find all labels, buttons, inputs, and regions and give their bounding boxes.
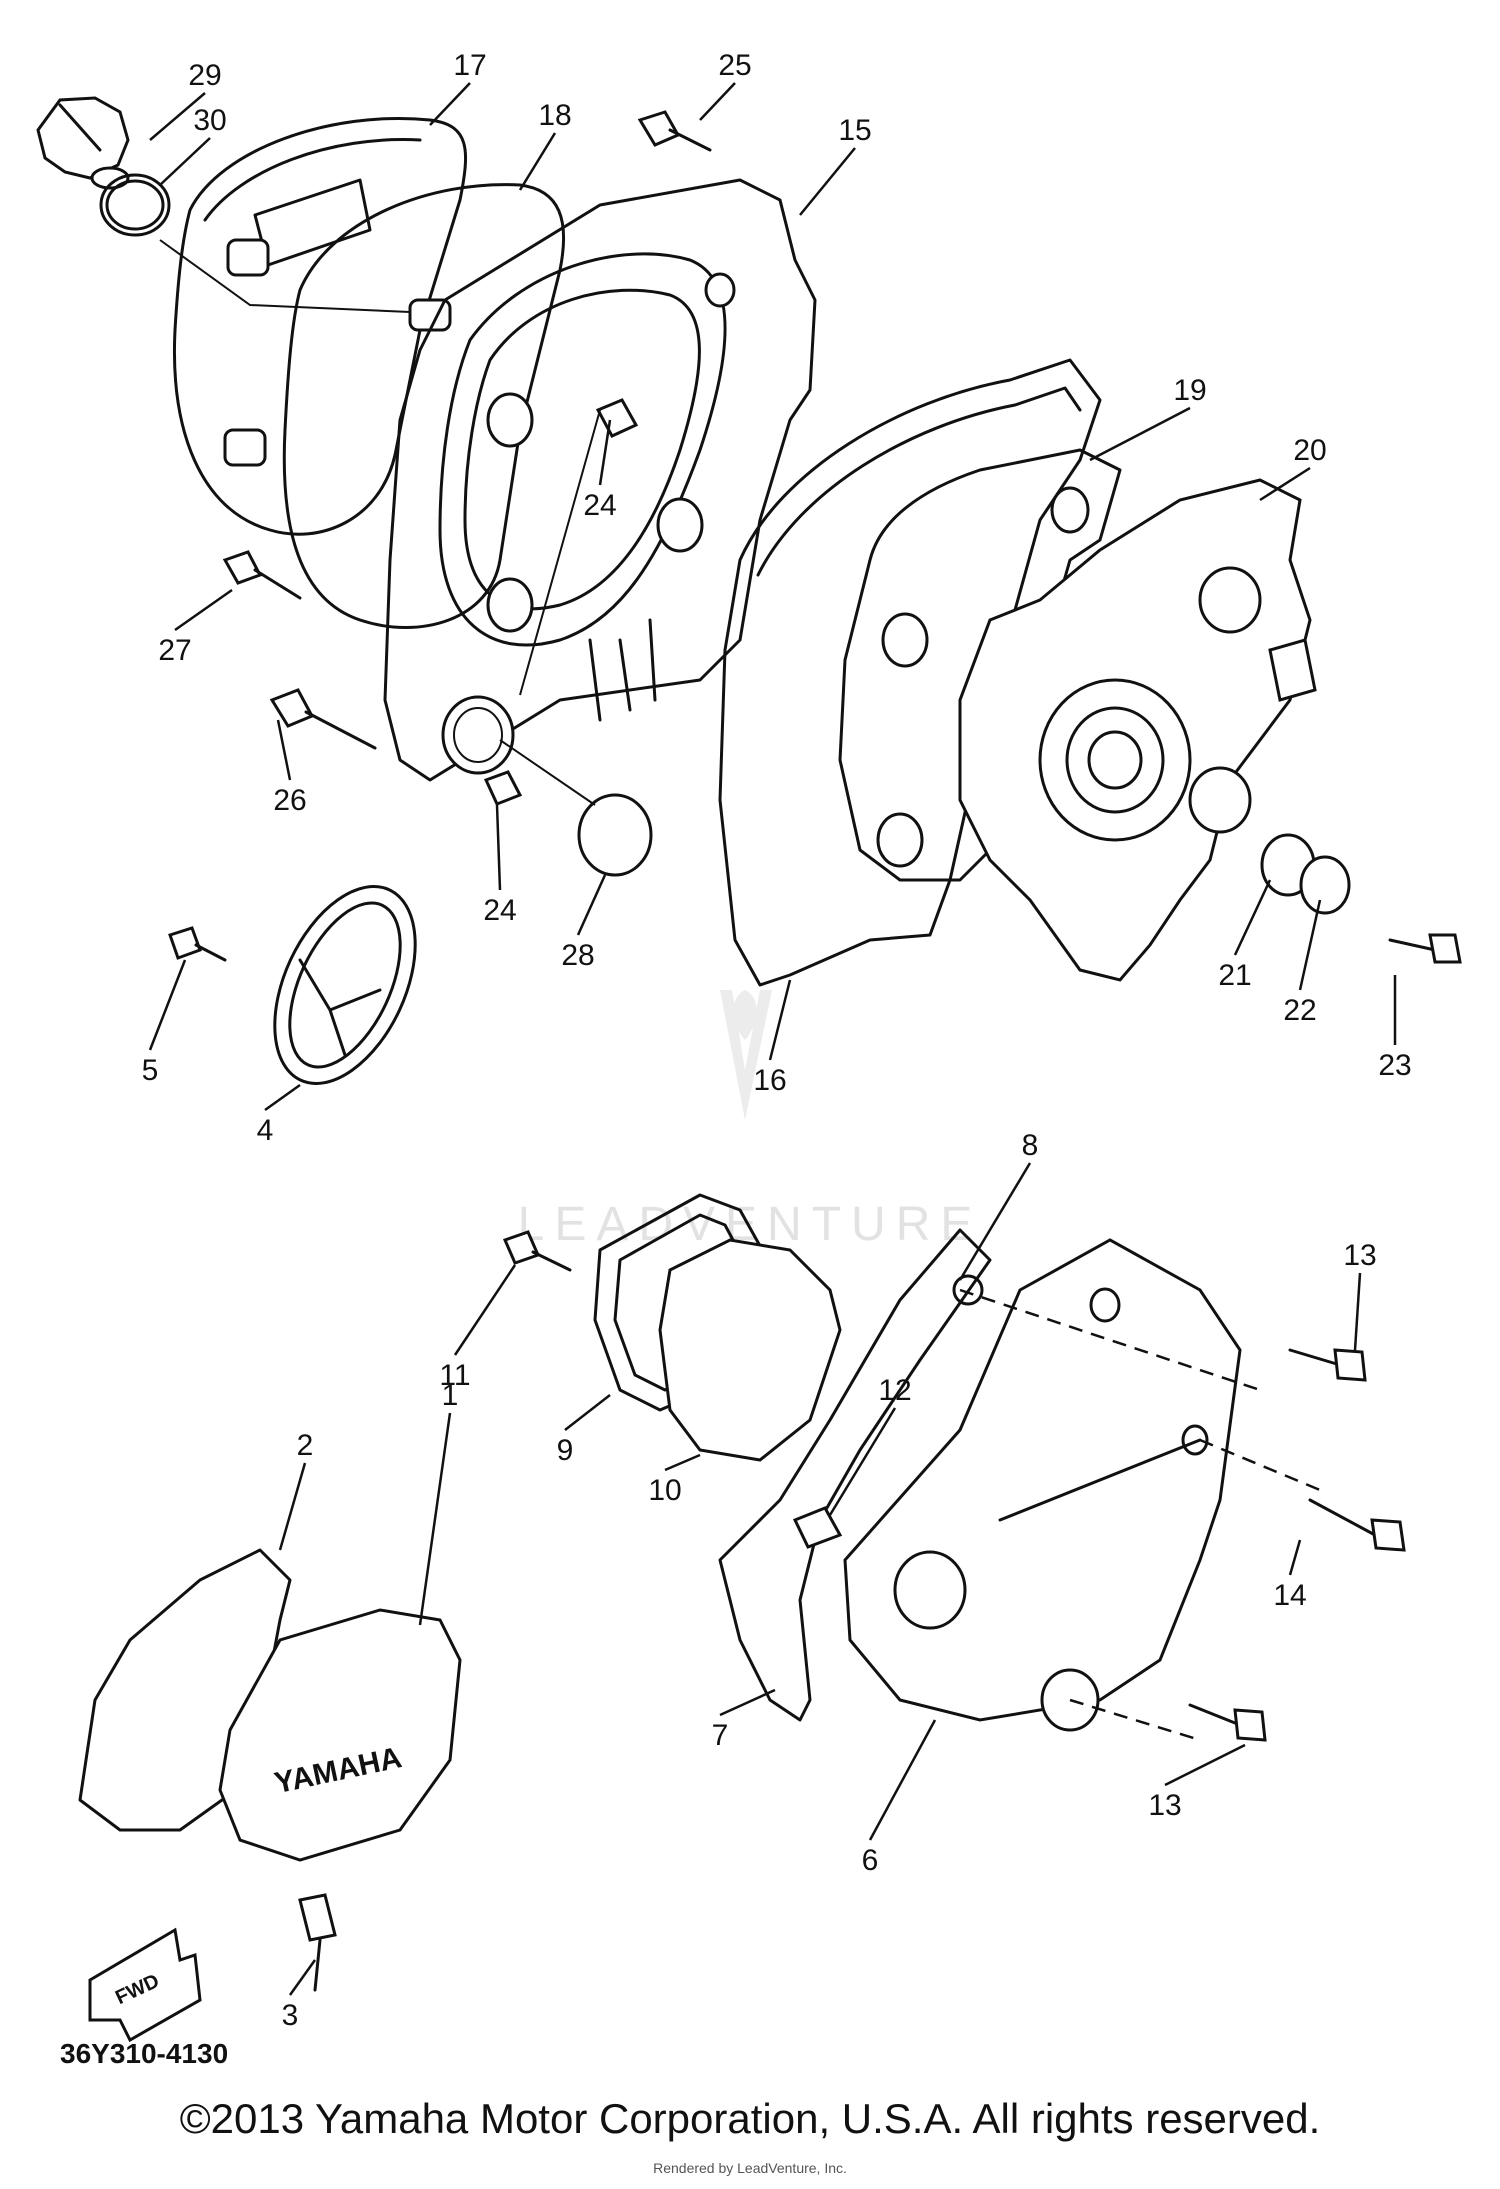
callout-leader-11: [453, 1264, 517, 1356]
callout-19: 19: [1173, 374, 1206, 407]
callout-leader-24: [495, 804, 502, 891]
part-23-bolt: [1388, 933, 1462, 964]
callout-labels: 2930171825152427262428192054162122238111…: [142, 49, 1412, 2032]
part-1-cover: YAMAHA: [218, 1608, 462, 1862]
callout-leader-26: [276, 719, 292, 781]
callout-leader-21: [1233, 879, 1272, 956]
callout-13: 13: [1148, 1789, 1181, 1822]
diagram-code: 36Y310-4130: [60, 2038, 228, 2069]
part-5-screw: [168, 926, 227, 962]
callout-leader-30: [159, 137, 211, 186]
callout-18: 18: [538, 99, 571, 132]
callout-6: 6: [862, 1844, 879, 1877]
part-13-bolt-lower: [1188, 1703, 1267, 1742]
callout-9: 9: [557, 1434, 574, 1467]
callout-1: 1: [442, 1379, 459, 1412]
part-6-cover: [843, 1238, 1242, 1732]
callout-leader-24: [598, 419, 612, 486]
part-24-dowel-upper: [595, 398, 639, 438]
callout-leader-20: [1259, 466, 1311, 502]
part-19-gasket: [838, 448, 1122, 882]
part-7-gasket: [718, 1228, 992, 1722]
callout-5: 5: [142, 1054, 159, 1087]
part-27-bolt: [222, 550, 302, 600]
callout-24: 24: [583, 489, 616, 522]
callout-leader-12: [828, 1407, 897, 1516]
callout-leader-2: [278, 1462, 307, 1551]
callout-leader-8: [958, 1162, 1032, 1281]
callout-10: 10: [648, 1474, 681, 1507]
callout-3: 3: [282, 1999, 299, 2032]
callout-leader-22: [1298, 899, 1322, 991]
callout-11: 11: [439, 1359, 470, 1392]
callout-leader-9: [564, 1394, 611, 1431]
part-17-cover: [172, 116, 467, 536]
callout-24: 24: [483, 894, 516, 927]
callout-22: 22: [1283, 994, 1316, 1027]
callout-12: 12: [878, 1374, 911, 1407]
callout-leader-14: [1288, 1539, 1302, 1576]
part-15-crankcase-cover: [383, 178, 817, 782]
callout-leader-13: [1353, 1272, 1362, 1351]
callout-21: 21: [1218, 959, 1251, 992]
callout-16: 16: [753, 1064, 786, 1097]
part-25-bolt: [637, 110, 712, 152]
part-4-rotor: [273, 885, 417, 1085]
callout-29: 29: [188, 59, 221, 92]
callout-leader-4: [264, 1083, 301, 1112]
callout-leader-13: [1164, 1743, 1246, 1787]
callout-leader-6: [868, 1719, 937, 1841]
callout-17: 17: [453, 49, 486, 82]
callout-leader-25: [699, 82, 736, 121]
callout-25: 25: [718, 49, 751, 82]
part-30-o-ring: [99, 173, 171, 237]
part-10-cover: [658, 1238, 842, 1462]
callout-23: 23: [1378, 1049, 1411, 1082]
callout-leader-28: [576, 874, 607, 936]
part-26-bolt: [269, 688, 377, 750]
rendered-by-text: Rendered by LeadVenture, Inc.: [653, 2160, 847, 2176]
part-12-dowel: [792, 1506, 843, 1549]
callout-leader-10: [664, 1453, 701, 1472]
part-18-gasket: [282, 183, 566, 629]
part-2-gasket: [78, 1548, 292, 1832]
callout-8: 8: [1022, 1129, 1039, 1162]
part-28-plug: [499, 739, 653, 877]
callout-leader-27: [174, 588, 233, 632]
callout-leader-29: [149, 92, 206, 141]
watermark: LEADVENTURE: [518, 990, 972, 1251]
callout-15: 15: [838, 114, 871, 147]
copyright-text: ©2013 Yamaha Motor Corporation, U.S.A. A…: [179, 2095, 1321, 2142]
callout-13: 13: [1343, 1239, 1376, 1272]
callout-27: 27: [158, 634, 191, 667]
callout-14: 14: [1273, 1579, 1306, 1612]
callout-leader-15: [799, 147, 856, 216]
callout-26: 26: [273, 784, 306, 817]
part-3-switch: [298, 1893, 337, 1992]
part-14-bolt: [1308, 1498, 1406, 1552]
part-20-cover: [958, 478, 1317, 982]
callout-leader-18: [518, 132, 557, 191]
callout-7: 7: [712, 1719, 729, 1752]
callout-leader-3: [288, 1959, 317, 1996]
part-22-washer: [1299, 855, 1351, 915]
callout-leader-7: [719, 1688, 776, 1717]
callout-2: 2: [297, 1429, 314, 1462]
callout-28: 28: [561, 939, 594, 972]
part-29-filler-cap: [36, 96, 130, 190]
part-11-bolt: [502, 1230, 572, 1272]
callout-4: 4: [257, 1114, 274, 1147]
part-13-bolt-upper: [1288, 1348, 1367, 1382]
callout-leader-1: [418, 1412, 452, 1626]
callout-leader-19: [1089, 406, 1191, 462]
part-24-dowel-lower: [483, 770, 523, 806]
callout-20: 20: [1293, 434, 1326, 467]
callout-leader-5: [148, 959, 187, 1051]
callout-30: 30: [193, 104, 226, 137]
part-16-gasket: [718, 358, 1102, 987]
fwd-arrow: FWD: [88, 1927, 202, 2043]
callout-leader-17: [429, 82, 471, 126]
callout-leader-16: [768, 979, 792, 1061]
